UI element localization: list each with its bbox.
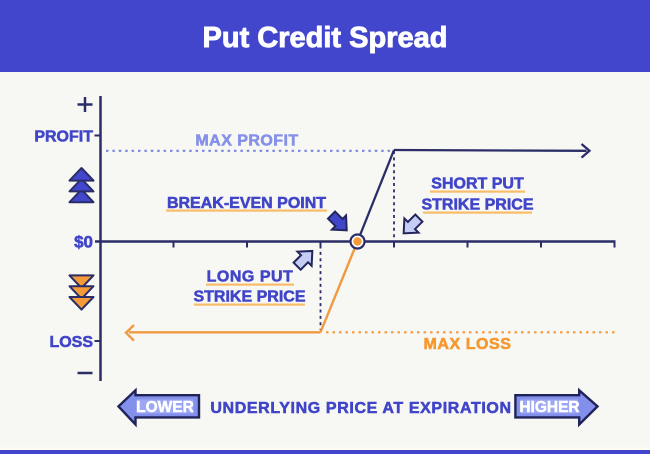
svg-text:LOWER: LOWER [136, 399, 194, 416]
svg-text:PROFIT: PROFIT [34, 129, 93, 146]
svg-text:BREAK-EVEN POINT: BREAK-EVEN POINT [167, 195, 326, 212]
svg-text:SHORT PUT: SHORT PUT [431, 176, 524, 193]
svg-text:STRIKE PRICE: STRIKE PRICE [421, 197, 533, 214]
svg-text:STRIKE PRICE: STRIKE PRICE [193, 289, 305, 306]
svg-text:HIGHER: HIGHER [519, 399, 579, 416]
svg-text:MAX PROFIT: MAX PROFIT [195, 133, 298, 150]
svg-text:Put Credit Spread: Put Credit Spread [203, 22, 448, 54]
svg-text:$0: $0 [74, 233, 93, 252]
svg-text:UNDERLYING PRICE AT EXPIRATION: UNDERLYING PRICE AT EXPIRATION [210, 400, 511, 417]
svg-text:LONG PUT: LONG PUT [207, 269, 294, 286]
svg-text:LOSS: LOSS [49, 334, 93, 351]
svg-text:MAX LOSS: MAX LOSS [424, 336, 512, 353]
